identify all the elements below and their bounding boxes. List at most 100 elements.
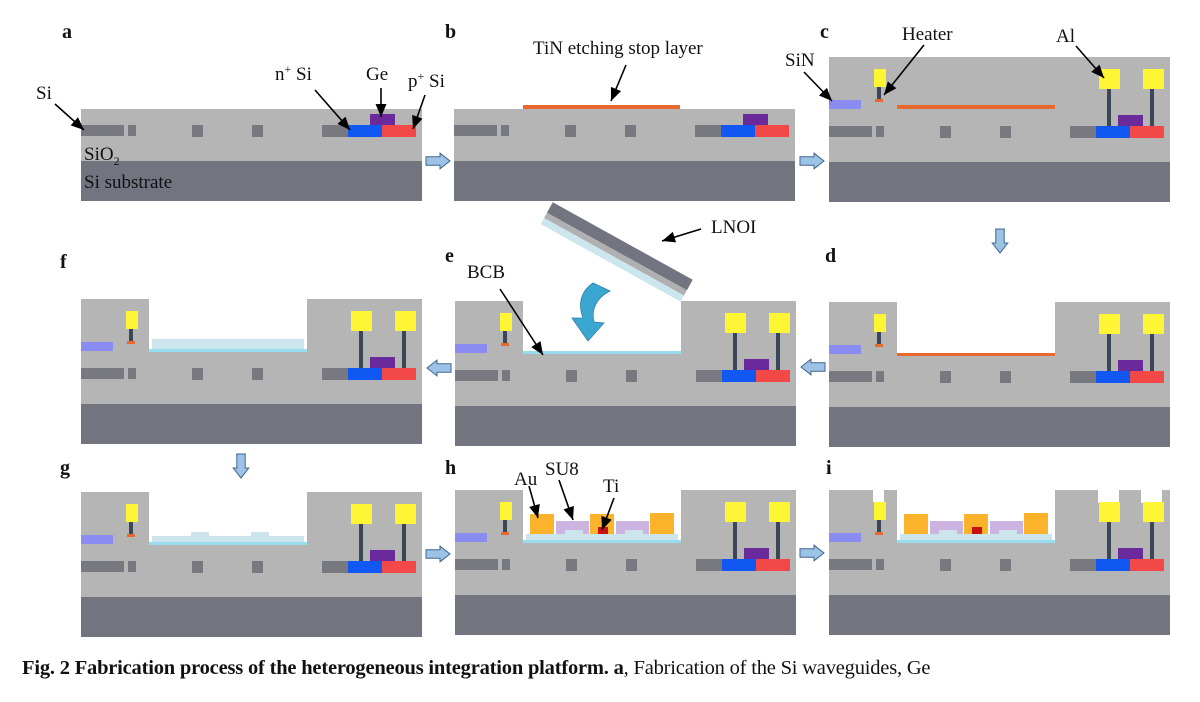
heater — [875, 99, 883, 102]
tin-etch-stop-layer — [897, 353, 1055, 356]
si-waveguide-small — [876, 126, 884, 137]
al-pad-n — [1099, 502, 1120, 522]
si-waveguide-2 — [252, 125, 263, 137]
si-waveguide-1 — [940, 559, 951, 571]
al-pad-p — [1143, 69, 1164, 89]
si-waveguide-pd — [1070, 559, 1096, 571]
ln-slab — [900, 534, 1052, 540]
si-waveguide-small — [128, 125, 136, 136]
ge-absorber — [1118, 360, 1143, 371]
ln-ridge-2-top — [625, 530, 643, 534]
annotation-si: Si — [36, 83, 52, 104]
annotation-bcb-arrow-line — [499, 288, 544, 356]
annotation-psi: p+ Si — [408, 69, 445, 92]
annotation-al-arrow-head — [1091, 64, 1104, 78]
heater — [127, 341, 135, 344]
si-waveguide-slab — [829, 371, 872, 382]
si-waveguide-2 — [1000, 559, 1011, 571]
panel-label-b: b — [445, 21, 456, 43]
sin-waveguide — [829, 533, 861, 542]
ln-ridge-2 — [251, 532, 269, 536]
n-plus-si-region — [722, 370, 756, 382]
si-waveguide-2 — [626, 370, 637, 382]
ln-ridge-1-top — [565, 530, 583, 534]
via-n — [359, 331, 363, 368]
annotation-al: Al — [1056, 26, 1075, 47]
bcb-layer — [149, 542, 307, 545]
p-plus-si-region — [1130, 126, 1164, 138]
lnoi-oxide — [544, 212, 687, 296]
flow-arrow-g-to-h — [425, 545, 451, 563]
n-plus-si-region — [348, 561, 382, 573]
si-waveguide-2 — [252, 561, 263, 573]
ge-absorber — [744, 359, 769, 370]
via-p — [776, 522, 780, 559]
annotation-sin-arrow-head — [819, 87, 832, 101]
annotation-au-arrow-head — [529, 503, 540, 518]
via-p — [776, 333, 780, 370]
panel-label-i: i — [826, 457, 832, 479]
panel-d: d — [825, 245, 1170, 447]
si-waveguide-1 — [192, 125, 203, 137]
panel-label-a: a — [62, 21, 72, 43]
via-p — [1150, 89, 1154, 126]
annotation-ti-arrow-head — [601, 515, 612, 530]
annotation-su8-arrow-head — [563, 505, 574, 520]
annotation-lnoi-arrow-head — [662, 231, 677, 243]
annotation-nsi-arrow-head — [337, 116, 350, 130]
si-waveguide-1 — [192, 561, 203, 573]
si-waveguide-small — [502, 559, 510, 570]
si-waveguide-1 — [192, 368, 203, 380]
flow-arrow-f-to-g — [232, 453, 250, 479]
ge-absorber — [370, 550, 395, 561]
caption-text: , Fabrication of the Si waveguides, Ge — [623, 657, 931, 679]
annotation-ge-arrow-head — [375, 104, 387, 117]
si-substrate-layer — [81, 597, 422, 637]
al-pad-heater — [500, 313, 512, 331]
bcb-layer — [149, 349, 307, 352]
si-waveguide-pd — [322, 368, 348, 380]
si-substrate-layer — [455, 595, 796, 635]
si-waveguide-pd — [696, 559, 722, 571]
si-waveguide-small — [876, 371, 884, 382]
sin-waveguide — [81, 342, 113, 351]
ge-absorber — [1118, 115, 1143, 126]
si-waveguide-1 — [565, 125, 576, 137]
annotation-ge: Ge — [366, 64, 388, 85]
annotation-tin-arrow-head — [610, 86, 622, 101]
flow-arrow-d-to-e — [800, 358, 826, 376]
si-substrate-layer — [829, 162, 1170, 202]
si-waveguide-1 — [940, 371, 951, 383]
sin-waveguide — [829, 100, 861, 109]
al-pad-n — [351, 504, 372, 524]
flow-arrow-b-to-c — [799, 152, 825, 170]
annotation-substrate: Si substrate — [84, 172, 172, 193]
si-substrate-layer — [829, 407, 1170, 447]
al-pad-p — [395, 311, 416, 331]
al-pad-p — [1143, 314, 1164, 334]
ge-absorber — [744, 548, 769, 559]
caption-bold: Fig. 2 Fabrication process of the hetero… — [22, 657, 624, 679]
panel-label-d: d — [825, 245, 836, 267]
annotation-bcb: BCB — [467, 262, 505, 283]
bonding-arrow-icon — [571, 282, 611, 342]
al-pad-n — [725, 313, 746, 333]
ge-absorber — [1118, 548, 1143, 559]
si-substrate-layer — [81, 404, 422, 444]
n-plus-si-region — [348, 125, 382, 137]
si-waveguide-small — [128, 368, 136, 379]
annotation-sio2: SiO2 — [84, 144, 120, 168]
al-pad-heater — [874, 69, 886, 87]
al-pad-p — [1143, 502, 1164, 522]
p-plus-si-region — [1130, 559, 1164, 571]
p-plus-si-region — [755, 125, 789, 137]
bcb-layer — [897, 540, 1055, 543]
ti-heater — [598, 527, 608, 534]
si-waveguide-1 — [940, 126, 951, 138]
flow-arrow-c-to-d — [991, 228, 1009, 254]
via-p — [402, 524, 406, 561]
annotation-heater: Heater — [902, 24, 953, 45]
flow-arrow-a-to-b — [425, 152, 451, 170]
